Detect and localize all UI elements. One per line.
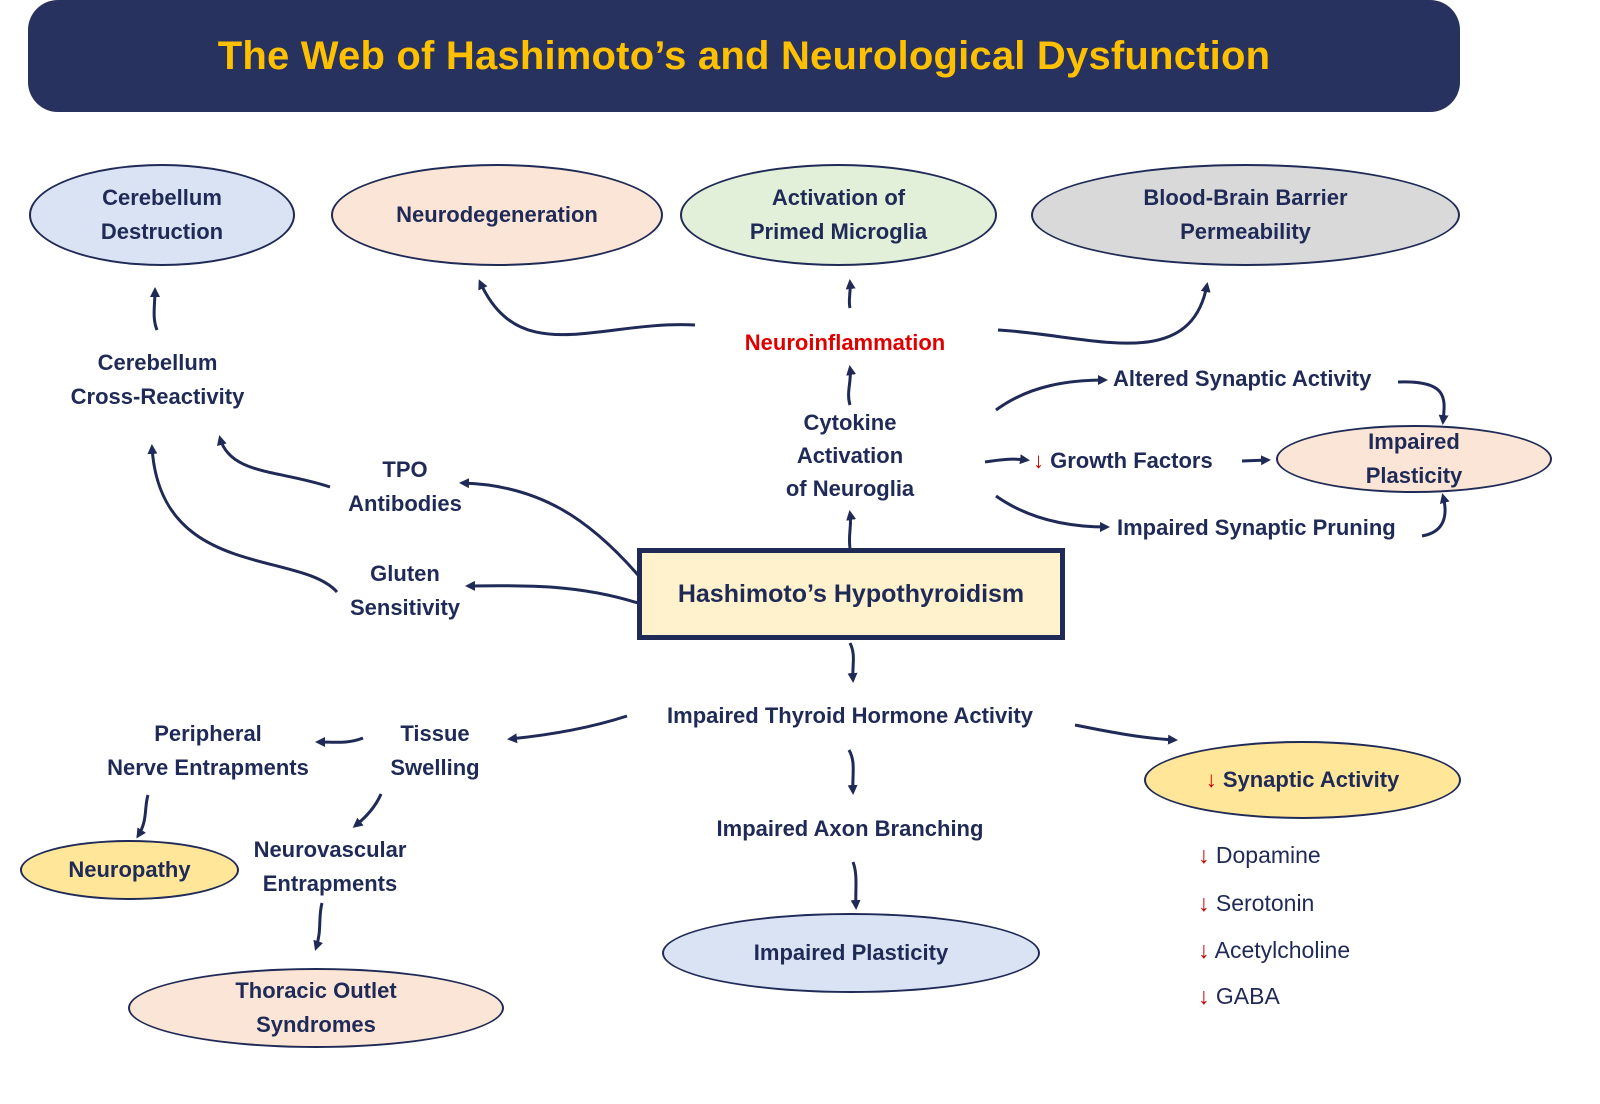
down-arrow-icon: ↓: [1198, 890, 1210, 916]
down-arrow-icon: ↓: [1198, 842, 1210, 868]
neurotransmitter-name: Acetylcholine: [1214, 937, 1351, 963]
label-impaired-synaptic-pruning: Impaired Synaptic Pruning: [1117, 515, 1396, 540]
label-line: Nerve Entrapments: [107, 755, 309, 780]
node-text: Blood-Brain Barrier: [1143, 185, 1348, 210]
down-arrow-icon: ↓: [1198, 983, 1210, 1009]
down-arrow-icon: ↓: [1033, 448, 1044, 473]
node-text: Neurodegeneration: [396, 202, 598, 227]
arrow-cytokine-to-growth: [984, 454, 1030, 465]
arrow-cytokine-to-pruning: [995, 494, 1110, 532]
label-line: Sensitivity: [349, 595, 461, 620]
label-line: Gluten: [370, 561, 440, 586]
label-line: Tissue: [400, 721, 470, 746]
node-primed-microglia[interactable]: Activation of Primed Microglia: [680, 164, 997, 266]
neurotransmitter-name: Serotonin: [1215, 890, 1315, 916]
label-line: TPO: [382, 457, 428, 482]
label-cerebellum-cross-reactivity: Cerebellum Cross-Reactivity: [40, 346, 275, 414]
label-cytokine-activation: Cytokine Activation of Neuroglia: [750, 406, 950, 505]
down-arrow-icon: ↓: [1198, 937, 1210, 963]
arrow-center-to-gluten: [465, 580, 639, 605]
label-gluten-sensitivity: Gluten Sensitivity: [320, 557, 490, 625]
arrow-growth-to-plasticity: [1241, 455, 1271, 466]
label-text: Growth Factors: [1050, 448, 1213, 473]
arrow-cytokine-to-altered: [995, 375, 1108, 412]
label-line: Cross-Reactivity: [70, 384, 245, 409]
node-text: Impaired Plasticity: [753, 940, 949, 965]
arrow-crossreact-to-destruction: [149, 287, 160, 331]
arrow-cytokine-to-neuroinflam: [846, 365, 857, 406]
label-impaired-axon-branching: Impaired Axon Branching: [716, 816, 984, 841]
label-tpo-antibodies: TPO Antibodies: [320, 453, 490, 521]
label-line: Cytokine: [803, 410, 897, 435]
node-text: Cerebellum: [102, 185, 222, 210]
label-line: Antibodies: [348, 491, 462, 516]
label-line: Peripheral: [154, 721, 262, 746]
arrow-center-to-thyroid: [847, 642, 858, 683]
arrow-thyroid-to-axon: [847, 749, 858, 795]
label-line: Swelling: [390, 755, 480, 780]
label-neurovascular-entrapments: Neurovascular Entrapments: [235, 833, 425, 901]
down-arrow-icon: ↓: [1205, 767, 1217, 792]
node-text: Activation of: [771, 185, 906, 210]
label-tissue-swelling: Tissue Swelling: [370, 717, 500, 785]
neurotransmitter-item: ↓ Acetylcholine: [1198, 937, 1350, 964]
label-growth-factors: ↓ Growth Factors: [1033, 444, 1213, 478]
arrow-center-to-cytokine: [846, 510, 857, 549]
node-text: Plasticity: [1365, 463, 1463, 488]
arrow-neuroinflam-to-microglia: [845, 279, 856, 309]
label-neuroinflammation: Neuroinflammation: [744, 330, 946, 355]
label-line: Entrapments: [262, 871, 398, 896]
arrow-neurovascular-to-thoracic: [313, 902, 324, 951]
label-peripheral-nerve-entrapments: Peripheral Nerve Entrapments: [88, 717, 328, 785]
arrow-pruning-to-plasticity: [1421, 493, 1450, 538]
arrow-thyroid-to-swelling: [507, 714, 628, 744]
label-line: of Neuroglia: [785, 476, 915, 501]
arrow-peripheral-to-neuropathy: [136, 794, 150, 839]
neurotransmitter-name: GABA: [1215, 983, 1280, 1009]
label-impaired-thyroid-hormone-activity: Impaired Thyroid Hormone Activity: [667, 703, 1033, 728]
neurotransmitter-name: Dopamine: [1215, 842, 1321, 868]
arrow-axon-to-plasticity: [850, 861, 861, 910]
label-altered-synaptic-activity: Altered Synaptic Activity: [1113, 366, 1372, 391]
page-title: The Web of Hashimoto’s and Neurological …: [217, 33, 1271, 78]
node-neurodegeneration[interactable]: Neurodegeneration: [331, 164, 663, 266]
node-text: Syndromes: [256, 1012, 376, 1037]
node-synaptic-activity[interactable]: ↓ Synaptic Activity: [1144, 741, 1461, 819]
title-banner: The Web of Hashimoto’s and Neurological …: [28, 0, 1460, 112]
neurotransmitter-item: ↓ Dopamine: [1198, 842, 1321, 869]
neurotransmitter-item: ↓ Serotonin: [1198, 890, 1314, 917]
node-hashimotos-hypothyroidism[interactable]: Hashimoto’s Hypothyroidism: [637, 548, 1065, 640]
label-line: Cerebellum: [97, 350, 218, 375]
arrow-neuroinflam-to-bbb: [997, 282, 1211, 345]
node-text: Thoracic Outlet: [235, 978, 397, 1003]
node-impaired-plasticity-bottom[interactable]: Impaired Plasticity: [662, 913, 1040, 993]
arrow-altered-to-plasticity: [1397, 380, 1449, 425]
arrow-neuroinflam-to-neurodegen: [478, 279, 696, 337]
node-text: Permeability: [1180, 219, 1311, 244]
node-text: Synaptic Activity: [1222, 767, 1400, 792]
node-text: Neuropathy: [68, 857, 191, 882]
node-text: Impaired: [1368, 429, 1460, 454]
label-line: Activation: [796, 443, 904, 468]
node-text: Primed Microglia: [749, 219, 928, 244]
node-neuropathy[interactable]: Neuropathy: [20, 840, 239, 900]
arrow-swelling-to-neurovascular: [352, 793, 383, 828]
neurotransmitter-item: ↓ GABA: [1198, 983, 1280, 1010]
arrow-thyroid-to-synaptic: [1074, 723, 1178, 745]
arrow-tpo-to-crossreact: [217, 435, 331, 489]
node-text: Destruction: [100, 219, 224, 244]
arrow-gluten-to-crossreact: [147, 444, 339, 593]
label-line: Neurovascular: [253, 837, 407, 862]
center-text: Hashimoto’s Hypothyroidism: [677, 579, 1025, 608]
